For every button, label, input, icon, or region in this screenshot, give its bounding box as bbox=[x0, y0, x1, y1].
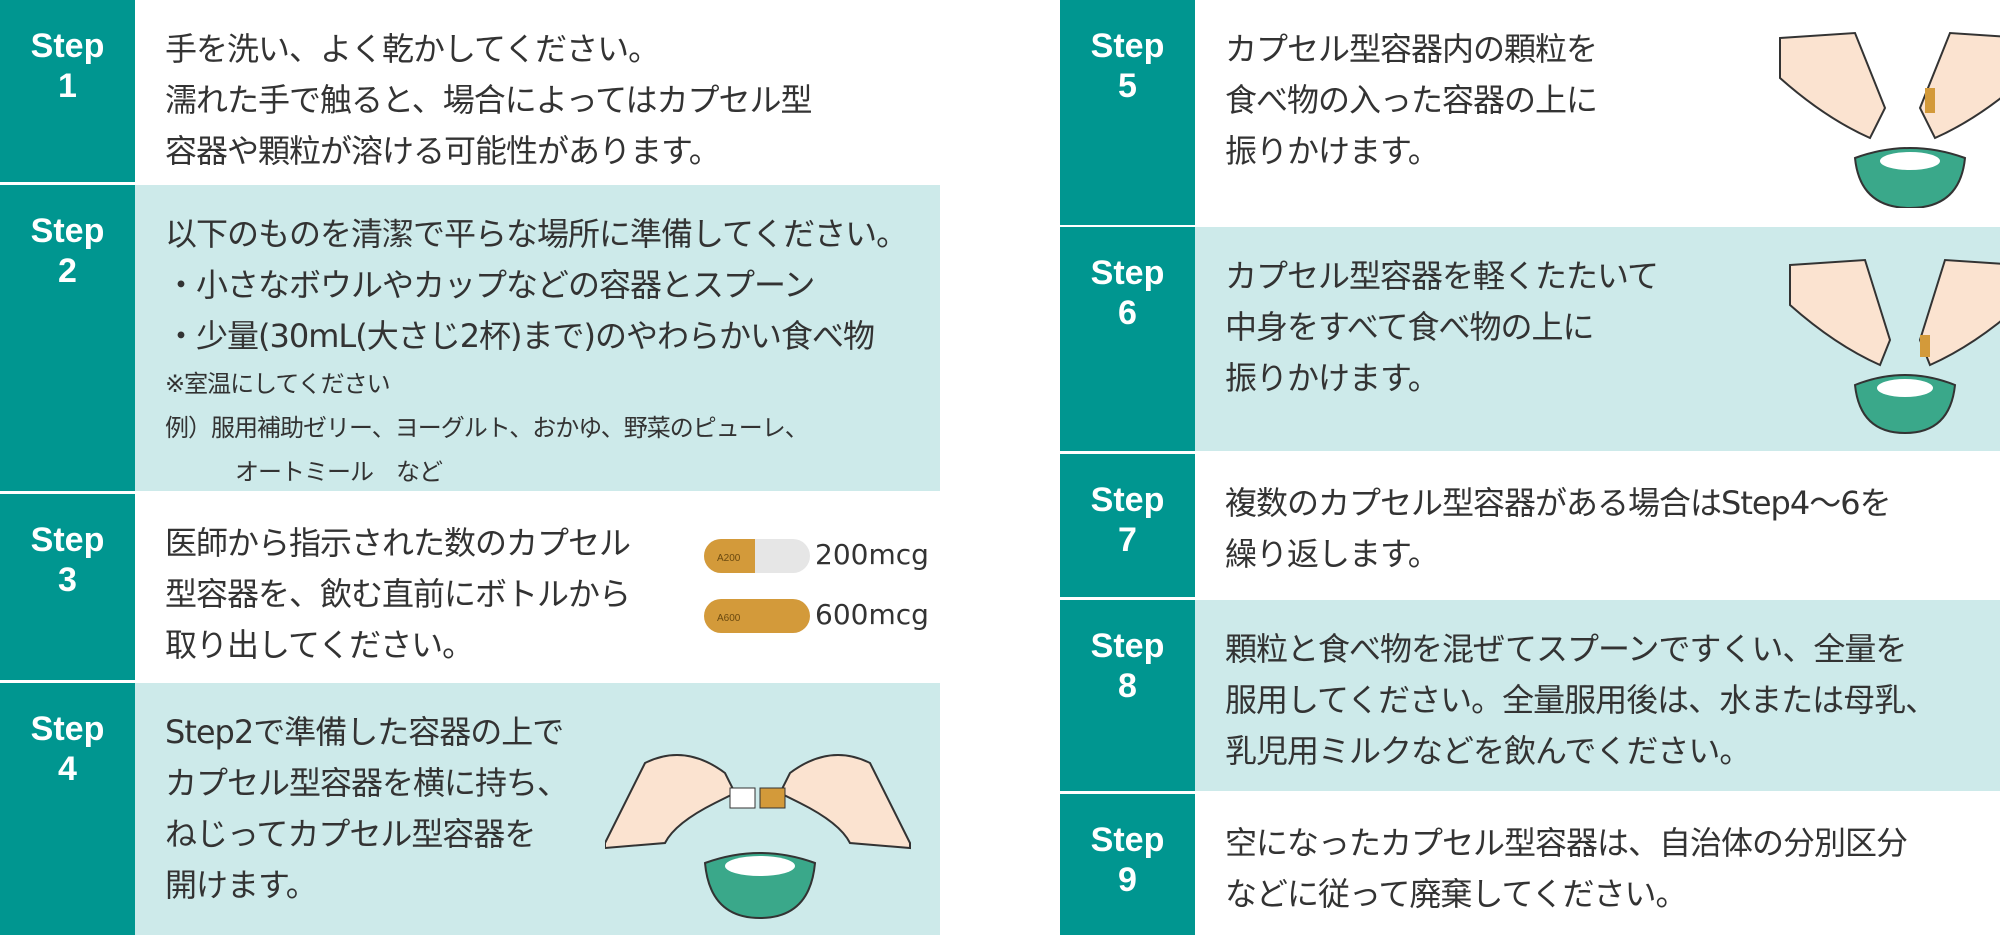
step-text: 手を洗い、よく乾かしてください。濡れた手で触ると、場合によってはカプセル型容器や… bbox=[165, 30, 813, 170]
step-text: カプセル型容器を軽くたたいて中身をすべて食べ物の上に振りかけます。 bbox=[1225, 257, 1659, 397]
step-text: 医師から指示された数のカプセル型容器を、飲む直前にボトルから取り出してください。 bbox=[165, 524, 631, 664]
step-text: 複数のカプセル型容器がある場合はStep4～6を繰り返します。 bbox=[1225, 484, 1892, 573]
step-text: カプセル型容器内の顆粒を食べ物の入った容器の上に振りかけます。 bbox=[1225, 30, 1598, 170]
svg-text:A600: A600 bbox=[717, 613, 741, 624]
step-text: Step2で準備した容器の上でカプセル型容器を横に持ち、ねじってカプセル型容器を… bbox=[165, 713, 569, 904]
capsule-200-dose: 200mcg bbox=[815, 538, 929, 571]
open-capsule-illustration bbox=[605, 754, 911, 920]
step-text: 顆粒と食べ物を混ぜてスプーンですくい、全量を服用してください。全量服用後は、水ま… bbox=[1225, 630, 1937, 770]
tap-capsule-illustration bbox=[1789, 258, 2000, 435]
capsule-600-dose: 600mcg bbox=[815, 598, 929, 631]
capsule-200-image: A200 bbox=[704, 539, 810, 573]
step-text: 空になったカプセル型容器は、自治体の分別区分などに従って廃棄してください。 bbox=[1225, 824, 1908, 913]
capsule-600-image: A600 bbox=[704, 599, 810, 633]
svg-text:A200: A200 bbox=[717, 553, 741, 564]
sprinkle-illustration bbox=[1779, 31, 2000, 208]
step-text: 以下のものを清潔で平らな場所に準備してください。・小さなボウルやカップなどの容器… bbox=[165, 215, 908, 486]
